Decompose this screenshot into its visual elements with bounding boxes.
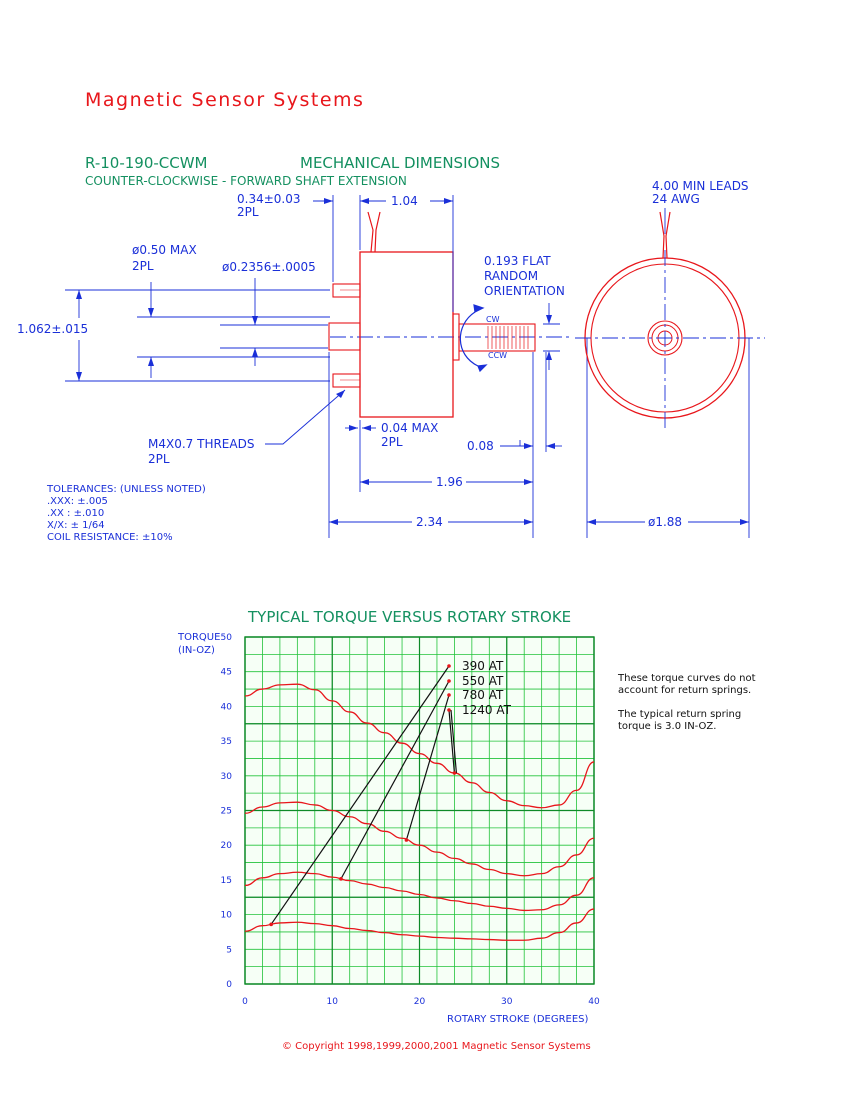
x-tick-label: 10 — [327, 997, 339, 1007]
legend-label: 390 AT — [462, 659, 504, 673]
end-view-drawing — [575, 211, 765, 428]
y-tick-label: 40 — [221, 702, 233, 712]
dim-overall-len: 2.34 — [416, 515, 443, 529]
y-tick-label: 0 — [226, 980, 232, 990]
tolerance-line: X/X: ± 1/64 — [47, 520, 105, 531]
tolerance-line: .XXX: ±.005 — [47, 496, 108, 507]
dim-threads-count: 2PL — [148, 452, 170, 466]
tolerance-line: COIL RESISTANCE: ±10% — [47, 532, 173, 543]
dimension-arrowheads — [76, 198, 749, 525]
dim-threads: M4X0.7 THREADS — [148, 437, 254, 451]
y-tick-label: 20 — [221, 841, 233, 851]
legend-marker — [447, 664, 451, 668]
legend-marker — [339, 877, 343, 881]
legend-label: 550 AT — [462, 674, 504, 688]
shaft-knurl — [487, 326, 529, 349]
rear-shaft — [328, 322, 361, 351]
note-line: The typical return spring — [617, 709, 741, 720]
section-title: MECHANICAL DIMENSIONS — [300, 154, 500, 172]
legend-leader-line — [448, 709, 455, 774]
dim-leads-line1: 4.00 MIN LEADS — [652, 179, 749, 193]
plot-frame — [244, 636, 595, 985]
x-tick-label: 0 — [242, 997, 248, 1007]
legend-marker — [447, 708, 451, 712]
ccw-label: CCW — [488, 351, 507, 360]
dim-leads-line2: 24 AWG — [652, 192, 700, 206]
dim-boss-dia-count: 2PL — [132, 259, 154, 273]
company-title: Magnetic Sensor Systems — [85, 89, 364, 111]
notes-block: These torque curves do not account for r… — [617, 673, 756, 732]
y-tick-label: 45 — [221, 668, 232, 678]
part-number: R-10-190-CCWM — [85, 154, 208, 172]
copyright-text: © Copyright 1998,1999,2000,2001 Magnetic… — [282, 1041, 591, 1052]
dim-shaft-ext: 0.08 — [467, 439, 494, 453]
dim-pin-dia: ø0.2356±.0005 — [222, 260, 316, 274]
x-tick-label: 20 — [414, 997, 426, 1007]
section-subtitle: COUNTER-CLOCKWISE - FORWARD SHAFT EXTENS… — [85, 174, 407, 188]
legend-marker — [447, 679, 451, 683]
dim-flat-line3: ORIENTATION — [484, 284, 565, 298]
dim-boss-dia: ø0.50 MAX — [132, 243, 197, 257]
dim-flat-line1: 0.193 FLAT — [484, 254, 551, 268]
solenoid-body — [359, 251, 454, 418]
dim-height: 1.062±.015 — [17, 322, 88, 336]
chart-title: TYPICAL TORQUE VERSUS ROTARY STROKE — [247, 608, 571, 626]
mounting-pin-bottom — [332, 373, 361, 388]
cw-label: CW — [486, 315, 500, 324]
side-view-drawing: CW CCW — [328, 211, 572, 418]
y-tick-label: 5 — [226, 945, 232, 955]
dim-length-top: 1.04 — [391, 194, 418, 208]
legend-marker — [447, 693, 451, 697]
y-tick-label: 15 — [221, 876, 232, 886]
end-view-shaft — [647, 320, 683, 356]
legend-marker — [404, 838, 409, 842]
legend-marker — [452, 771, 457, 775]
x-tick-label: 30 — [501, 997, 513, 1007]
legend-leader-line — [450, 709, 457, 774]
tolerance-line: .XX : ±.010 — [47, 508, 104, 519]
dim-gap-count: 2PL — [381, 435, 403, 449]
dim-shaft-tol: 0.34±0.03 — [237, 192, 301, 206]
legend-label: 780 AT — [462, 688, 504, 702]
legend-label: 1240 AT — [462, 703, 512, 717]
tolerances-block: TOLERANCES: (UNLESS NOTED) .XXX: ±.005 .… — [46, 484, 206, 543]
y-tick-label: 35 — [221, 737, 232, 747]
chart-ylabel-line2: (IN-OZ) — [178, 645, 215, 656]
lead-wires — [367, 211, 381, 253]
dim-shaft-tol-count: 2PL — [237, 205, 259, 219]
y-tick-label: 30 — [221, 772, 233, 782]
series-line-550-at — [244, 871, 595, 912]
y-tick-label: 10 — [221, 911, 233, 921]
tolerance-line: TOLERANCES: (UNLESS NOTED) — [46, 484, 206, 495]
legend-marker — [269, 922, 273, 927]
front-shaft — [458, 323, 536, 352]
legend-leader-line — [340, 680, 450, 880]
note-line: torque is 3.0 IN-OZ. — [618, 721, 716, 732]
mounting-pin-top — [332, 283, 361, 298]
chart-xlabel: ROTARY STROKE (DEGREES) — [447, 1014, 589, 1025]
dim-flat-line2: RANDOM — [484, 269, 538, 283]
dimension-lines — [65, 195, 750, 538]
dim-body-len: 1.96 — [436, 475, 463, 489]
series-line-390-at — [244, 908, 595, 941]
x-tick-label: 40 — [588, 997, 600, 1007]
end-view-lead-wires — [659, 211, 671, 259]
y-tick-label: 50 — [221, 633, 233, 643]
series-line-780-at — [244, 801, 595, 877]
legend-leader-line — [270, 665, 450, 925]
dim-gap: 0.04 MAX — [381, 421, 438, 435]
series-line-1240-at — [244, 683, 595, 809]
rotation-arrows — [459, 304, 488, 373]
dim-end-dia: ø1.88 — [648, 515, 682, 529]
chart-ylabel-line1: TORQUE — [177, 632, 220, 643]
note-line: account for return springs. — [618, 685, 751, 696]
y-tick-label: 25 — [221, 807, 232, 817]
legend-leader-line — [405, 694, 450, 841]
note-line: These torque curves do not — [617, 673, 756, 684]
